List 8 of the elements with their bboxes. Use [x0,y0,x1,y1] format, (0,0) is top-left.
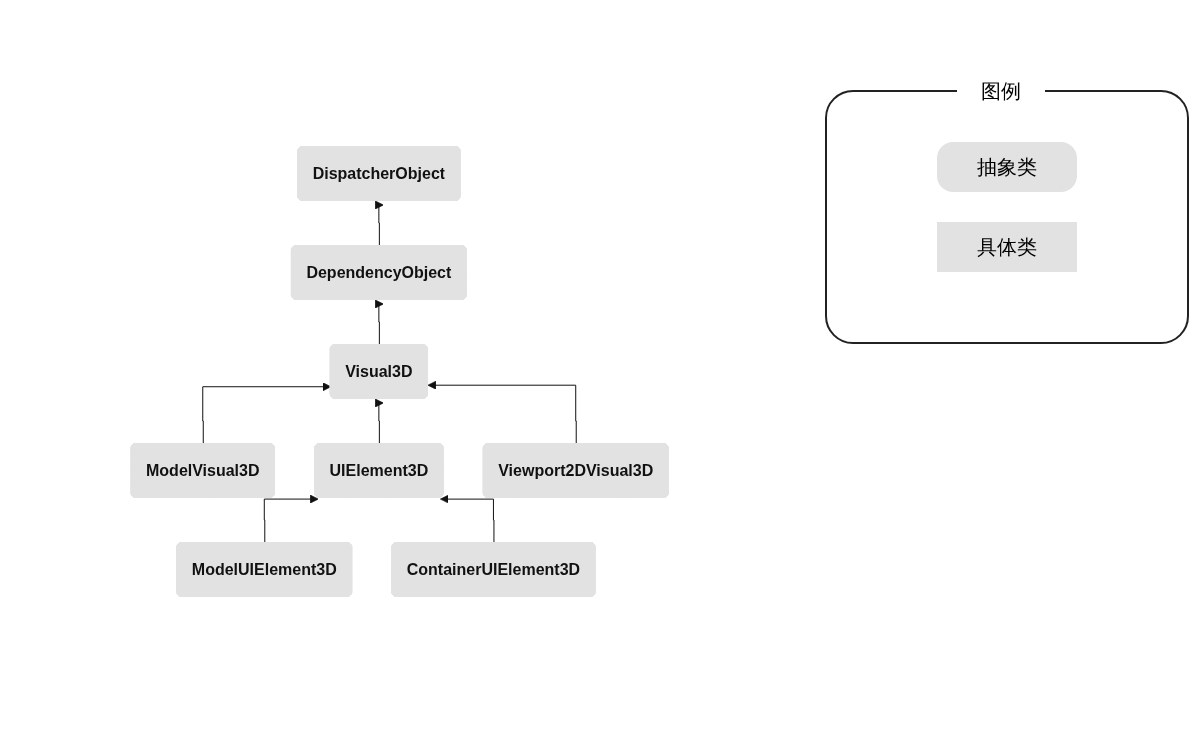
arrow [440,494,495,544]
arrow [375,200,385,247]
legend-entry: 具体类 [937,222,1077,272]
arrow [264,494,319,544]
arrow [375,398,385,445]
arrow [427,380,578,445]
arrow [202,382,332,445]
legend-entry: 抽象类 [937,142,1077,192]
